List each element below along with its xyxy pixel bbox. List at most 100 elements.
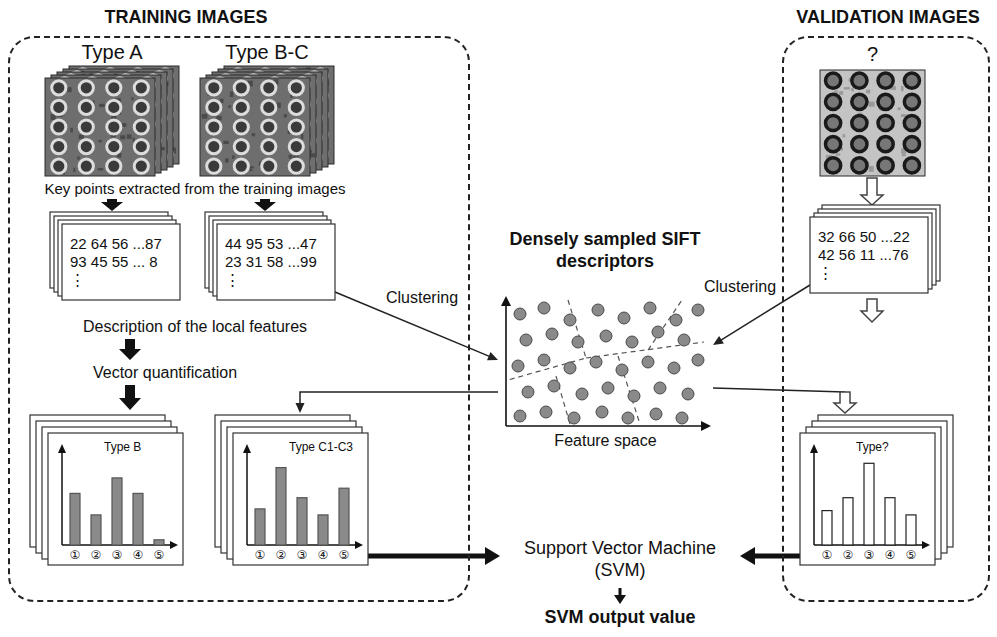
descriptor-row: 93 45 55 ... 8 [70, 253, 172, 271]
chart-axis [61, 449, 63, 545]
cell-ring [289, 120, 303, 134]
image-texture [127, 134, 132, 139]
image-type-label: Type B-C [200, 40, 334, 64]
image-texture [250, 169, 253, 172]
image-texture [131, 97, 133, 100]
cell-ring [878, 73, 893, 88]
cell-ring [852, 137, 867, 152]
axis-arrow [243, 444, 251, 453]
histogram-bar [112, 478, 122, 545]
bin-number: ③ [860, 548, 878, 562]
cell-ring [52, 140, 66, 154]
connector-line [713, 388, 845, 392]
image-texture [79, 135, 84, 139]
arrow-head [296, 403, 305, 413]
axis-arrow [501, 296, 511, 306]
descriptor-values: 22 64 56 ...8793 45 55 ... 8⋮ [62, 224, 180, 300]
descriptor-row: 23 31 58 ...99 [225, 253, 327, 271]
image-sheet [200, 78, 310, 176]
feature-point [626, 336, 638, 348]
illustration [30, 413, 183, 565]
plot-axis [505, 302, 507, 426]
image-sheet [45, 78, 155, 176]
feature-point [622, 412, 634, 424]
feature-point [644, 302, 656, 314]
image-texture [230, 92, 233, 98]
edge-label: Clustering [385, 288, 459, 307]
cell-ring [107, 159, 121, 173]
bin-number: ⑤ [335, 548, 353, 562]
cell-ring [878, 137, 893, 152]
cell-ring [826, 158, 841, 173]
histogram-type-label: Type B [104, 440, 141, 454]
histogram-chart: Type C1-C3①②③④⑤ [215, 413, 368, 565]
arrow-head [485, 547, 500, 565]
cell-ring [262, 140, 276, 154]
arrow-head [713, 336, 724, 345]
feature-point [514, 308, 526, 320]
connector [368, 547, 500, 565]
image-texture [67, 87, 71, 92]
cell-ring [52, 81, 66, 95]
cell-ring [79, 120, 93, 134]
descriptor-row: 42 56 11 ...76 [818, 246, 920, 264]
connector-line [368, 554, 488, 559]
bin-number: ② [87, 548, 105, 562]
cell-ring [852, 73, 867, 88]
feature-point [652, 326, 664, 338]
cell-ring [852, 158, 867, 173]
step-label: Key points extracted from the training i… [20, 179, 370, 198]
cell-ring [79, 159, 93, 173]
image-sheet [820, 70, 925, 176]
histogram-bar [885, 498, 895, 545]
feature-point [514, 410, 526, 422]
unknown-type-label: ? [815, 42, 930, 66]
histogram-chart: Type B①②③④⑤ [30, 413, 183, 565]
image-stack: Type B-C [200, 40, 350, 178]
feature-point [520, 334, 532, 346]
feature-point [600, 330, 612, 342]
feature-point [642, 356, 654, 368]
descriptor-values: 44 95 53 ...4723 31 58 ...99⋮ [217, 224, 335, 300]
descriptor-row: ⋮ [818, 264, 920, 282]
arrow-head [740, 547, 755, 565]
descriptor-card: 44 95 53 ...4723 31 58 ...99⋮ [205, 212, 335, 302]
image-texture [225, 158, 228, 162]
cell-ring [262, 159, 276, 173]
cell-ring [826, 137, 841, 152]
chart-axis [246, 449, 248, 545]
descriptor-card: 22 64 56 ...8793 45 55 ... 8⋮ [50, 212, 180, 302]
feature-point [564, 314, 576, 326]
histogram-bar [843, 498, 853, 545]
histogram-bar [70, 493, 80, 545]
image-texture [99, 140, 102, 142]
descriptor-row: ⋮ [70, 271, 172, 289]
image-texture [223, 141, 228, 144]
axis-arrow [355, 541, 363, 549]
chart-sheet [800, 433, 935, 565]
image-texture [869, 166, 874, 172]
feature-point [540, 406, 552, 418]
image-texture [98, 168, 104, 170]
feature-point [592, 304, 604, 316]
feature-point [512, 360, 524, 372]
feature-point [668, 362, 680, 374]
cell-ring [79, 100, 93, 114]
histogram-bar [906, 515, 916, 545]
card-sheet [62, 224, 180, 300]
cell-ring [904, 137, 919, 152]
feature-point [596, 406, 608, 418]
illustration [800, 413, 953, 565]
image-texture [869, 102, 875, 107]
bin-number: ③ [108, 548, 126, 562]
feature-point [616, 364, 628, 376]
cell-ring [79, 81, 93, 95]
cell-ring [234, 100, 248, 114]
descriptor-row: 22 64 56 ...87 [70, 235, 172, 253]
connector [614, 588, 626, 604]
image-texture [73, 168, 75, 172]
connector [296, 392, 499, 413]
feature-point [602, 382, 614, 394]
cell-ring [234, 81, 248, 95]
